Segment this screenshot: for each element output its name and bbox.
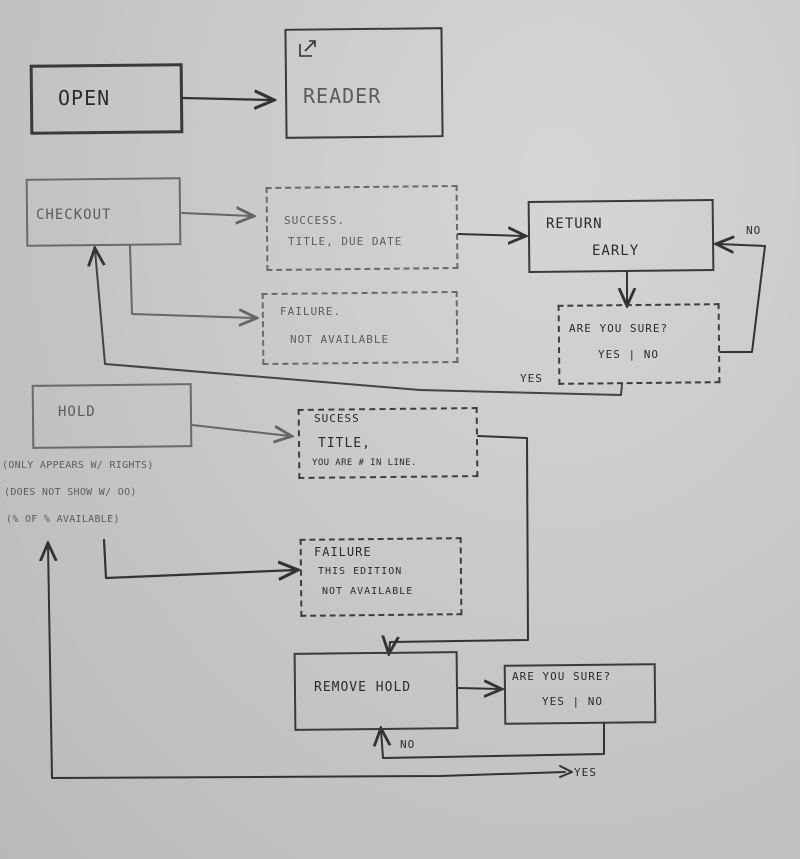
checkout-success-box bbox=[265, 184, 459, 272]
hold-failure-line1: FAILURE bbox=[314, 545, 372, 559]
remove-confirm-line1: ARE YOU SURE? bbox=[512, 670, 612, 683]
checkout-failure-box bbox=[261, 290, 459, 366]
hold-note-3: (% OF % AVAILABLE) bbox=[6, 514, 120, 525]
edge-confirm-no bbox=[718, 244, 766, 353]
edge-remove-yes bbox=[48, 545, 566, 779]
hold-note-2: (DOES NOT SHOW W/ OO) bbox=[4, 487, 137, 498]
remove-yes-label: YES bbox=[574, 766, 597, 779]
edge-confirm-yes bbox=[95, 250, 623, 396]
edge-open-reader bbox=[181, 98, 272, 100]
return-yes-label: YES bbox=[520, 372, 543, 385]
hold-box bbox=[31, 383, 193, 449]
edge-remove-no bbox=[381, 723, 605, 759]
checkout-success-line2: TITLE, DUE DATE bbox=[288, 235, 403, 248]
edge-holdsuccess-remove bbox=[389, 435, 529, 652]
return-confirm-box bbox=[557, 303, 721, 385]
edge-success-return bbox=[457, 234, 524, 236]
remove-hold-label: REMOVE HOLD bbox=[314, 680, 412, 695]
remove-confirm-line2: YES | NO bbox=[542, 695, 603, 708]
return-no-label: NO bbox=[746, 224, 762, 237]
hold-failure-line2: THIS EDITION bbox=[318, 566, 403, 577]
checkout-label: CHECKOUT bbox=[36, 207, 112, 223]
return-early-box bbox=[527, 199, 715, 273]
checkout-success-line1: SUCCESS. bbox=[284, 214, 345, 227]
edge-hold-success bbox=[191, 424, 290, 436]
edge-checkout-success bbox=[181, 213, 252, 216]
reader-label: READER bbox=[303, 84, 382, 108]
hold-success-line1: SUCESS bbox=[314, 412, 360, 425]
return-early-line2: EARLY bbox=[592, 243, 640, 259]
checkout-failure-line2: NOT AVAILABLE bbox=[290, 333, 390, 346]
hold-label: HOLD bbox=[58, 404, 96, 420]
expand-icon bbox=[299, 40, 316, 57]
hold-failure-line3: NOT AVAILABLE bbox=[322, 586, 414, 597]
edge-checkout-failure bbox=[129, 245, 255, 318]
remove-no-label: NO bbox=[400, 738, 416, 751]
hold-success-line2: TITLE, bbox=[318, 436, 371, 451]
edge-remove-confirm bbox=[457, 688, 500, 689]
edge-hold-failure bbox=[102, 538, 296, 578]
checkout-failure-line1: FAILURE. bbox=[280, 305, 341, 318]
open-label: OPEN bbox=[58, 86, 111, 110]
return-confirm-line2: YES | NO bbox=[598, 348, 659, 361]
return-early-line1: RETURN bbox=[546, 216, 603, 232]
return-confirm-line1: ARE YOU SURE? bbox=[569, 322, 669, 335]
hold-success-line3: YOU ARE # IN LINE. bbox=[312, 458, 417, 468]
hold-note-1: (ONLY APPEARS W/ RIGHTS) bbox=[2, 460, 154, 471]
